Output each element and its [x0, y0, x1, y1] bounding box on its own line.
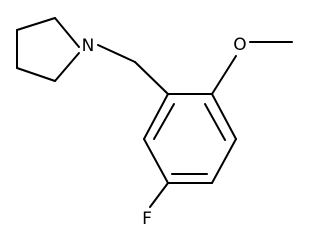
nitrogen-label: N [82, 36, 95, 56]
fluorine-label: F [142, 209, 152, 229]
molecule-diagram: N O F [16, 17, 293, 229]
bond-ar-o [211, 55, 237, 95]
bond-n-c1 [54, 17, 80, 48]
bond-ar-6-1 [143, 93, 169, 140]
bond-ch2-ring [134, 61, 169, 95]
bond-c1-c2 [16, 17, 56, 31]
oxygen-label: O [233, 35, 246, 55]
bond-ar-5-6 [143, 138, 169, 184]
bond-n-ch2 [97, 44, 136, 63]
bond-c4-n [54, 52, 80, 82]
bond-ar-f [149, 182, 169, 208]
pyrrolidine-ring [16, 17, 80, 82]
bond-ar-2-3-inner [204, 103, 226, 141]
bond-c3-c4 [16, 67, 56, 82]
bond-ar-3-4 [211, 138, 237, 184]
bond-ar-6-1-inner [153, 103, 175, 140]
bond-ar-2-3 [211, 93, 237, 140]
benzene-ring [143, 93, 237, 184]
structure-canvas: N O F [16, 17, 293, 229]
